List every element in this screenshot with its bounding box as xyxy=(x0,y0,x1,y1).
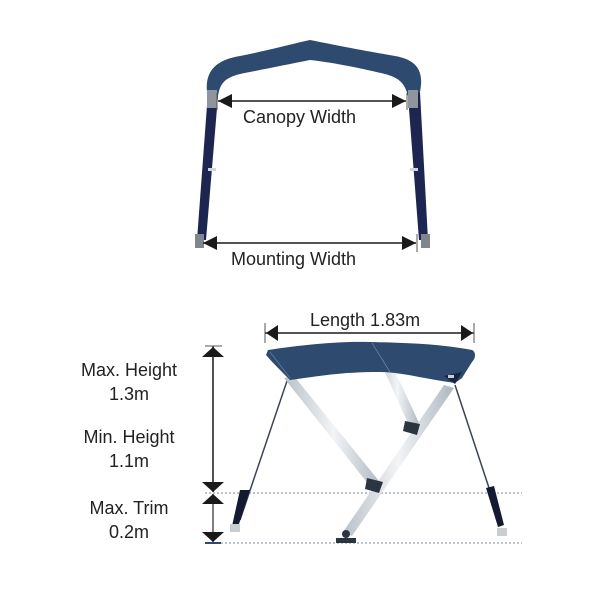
length-label: Length 1.83m xyxy=(310,310,421,330)
max-height-label: Max. Height xyxy=(80,360,178,380)
height-arrow xyxy=(202,345,224,492)
canopy-top-view xyxy=(206,40,422,96)
max-height-value: 1.3m xyxy=(108,384,150,404)
canopy-side-view xyxy=(266,341,475,383)
canopy-width-label: Canopy Width xyxy=(243,107,357,127)
left-leg xyxy=(197,92,218,240)
length-arrow xyxy=(264,323,475,343)
center-foot-plate xyxy=(336,538,356,543)
mounting-width-arrow xyxy=(203,234,418,252)
left-strap-mount xyxy=(230,524,240,532)
right-strap-mount xyxy=(497,528,507,536)
min-height-value: 1.1m xyxy=(108,451,150,471)
top-view-illustration xyxy=(195,40,430,252)
trim-arrow xyxy=(202,494,224,544)
mounting-width-label: Mounting Width xyxy=(231,249,357,269)
side-view-illustration xyxy=(202,323,522,544)
right-leg xyxy=(408,92,428,240)
max-trim-label: Max. Trim xyxy=(89,498,169,518)
canopy-width-arrow xyxy=(216,93,408,110)
right-hinge xyxy=(408,90,418,108)
right-foot xyxy=(421,234,430,248)
min-height-label: Min. Height xyxy=(83,427,175,447)
left-foot xyxy=(195,234,204,248)
max-trim-value: 0.2m xyxy=(108,522,150,542)
left-hinge xyxy=(207,90,217,108)
